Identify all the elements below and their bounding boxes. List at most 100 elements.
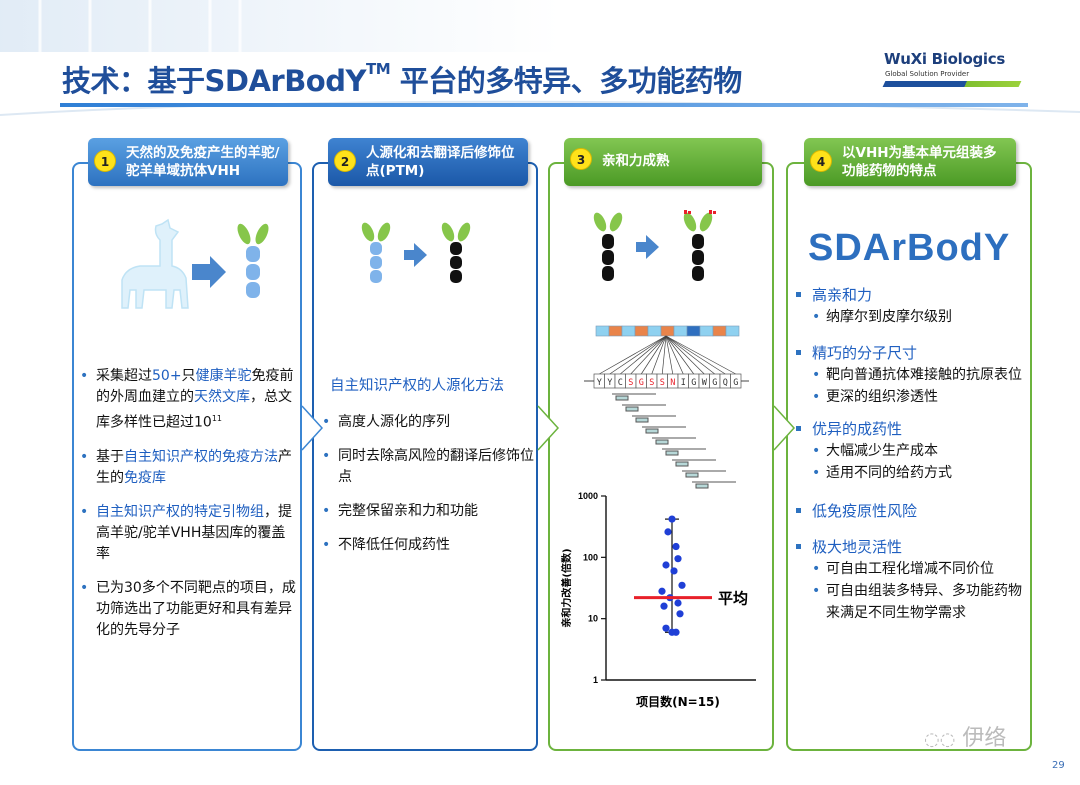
bullet-item: 不降低任何成药性 xyxy=(316,535,534,556)
data-point xyxy=(662,561,670,569)
feature-group: 极大地灵活性可自由工程化增减不同价位可自由组装多特异、多功能药物来满足不同生物学… xyxy=(790,536,1028,624)
matured-antibody-icon xyxy=(683,210,716,281)
data-point xyxy=(678,581,686,589)
column-1-bullets: 采集超过50+只健康羊驼免疫前的外周血建立的天然文库，总文库多样性已超过1011… xyxy=(74,366,296,654)
data-point xyxy=(668,515,676,523)
feature-group: 优异的成药性大幅减少生产成本适用不同的给药方式 xyxy=(790,418,1028,484)
x-axis-label: 项目数(N=15) xyxy=(636,694,720,709)
chevron-right-icon xyxy=(773,405,796,451)
vhh-antibody-icon xyxy=(361,222,391,283)
arrow-right-icon xyxy=(636,235,659,259)
sequence-segment xyxy=(595,325,610,337)
feature-detail: 靶向普通抗体难接触的抗原表位 xyxy=(790,364,1028,386)
bullet-item: 完整保留亲和力和功能 xyxy=(316,501,534,522)
slide-title: 技术：基于SDArBodYTM 平台的多特异、多功能药物 xyxy=(62,60,742,98)
y-tick-label: 100 xyxy=(583,552,598,562)
sequence-residue: N xyxy=(670,378,675,388)
feature-title: 高亲和力 xyxy=(790,284,1028,306)
sequence-residue: Y xyxy=(607,378,612,388)
feature-detail: 大幅减少生产成本 xyxy=(790,440,1028,462)
watermark: ◌◌ 伊络 xyxy=(924,726,1007,751)
feature-title: 极大地灵活性 xyxy=(790,536,1028,558)
sequence-residue: Y xyxy=(597,378,602,388)
data-point xyxy=(672,542,680,551)
humanization-illustration xyxy=(361,222,471,283)
affinity-improvement-chart: 1000 100 10 1 亲和力改善(倍数) 项目数(N=15) 平均 xyxy=(560,491,756,709)
beta-strand xyxy=(645,428,659,434)
humanized-antibody-icon xyxy=(441,222,471,283)
data-point xyxy=(674,555,682,563)
feature-title: 优异的成药性 xyxy=(790,418,1028,440)
column-2-bullets: 高度人源化的序列 同时去除高风险的翻译后修饰位点 完整保留亲和力和功能 不降低任… xyxy=(316,412,534,569)
vhh-antibody-icon xyxy=(237,223,269,298)
feature-detail: 纳摩尔到皮摩尔级别 xyxy=(790,306,1028,328)
feature-group: 高亲和力纳摩尔到皮摩尔级别 xyxy=(790,284,1028,328)
beta-strand xyxy=(675,461,689,467)
beta-strand xyxy=(685,472,699,478)
feature-group: 精巧的分子尺寸靶向普通抗体难接触的抗原表位更深的组织渗透性 xyxy=(790,342,1028,408)
wuxi-logo: WuXi Biologics Global Solution Provider xyxy=(880,46,1030,94)
mean-label: 平均 xyxy=(718,590,748,608)
data-point xyxy=(658,587,666,595)
sequence-residue: S xyxy=(628,378,633,388)
beta-strand xyxy=(695,483,709,489)
chevron-right-icon xyxy=(537,405,560,451)
data-point xyxy=(660,602,668,610)
sequence-segment xyxy=(660,325,675,337)
arrow-right-icon xyxy=(192,256,226,288)
sequence-segment xyxy=(699,325,714,337)
feature-detail: 可自由工程化增减不同价位 xyxy=(790,558,1028,580)
humanized-antibody-icon xyxy=(593,212,623,281)
wechat-icon: ◌◌ xyxy=(924,729,956,750)
sequence-segment xyxy=(712,325,727,337)
alpaca-to-vhh-illustration xyxy=(121,218,269,309)
page-number: 29 xyxy=(1052,760,1065,771)
data-point xyxy=(674,599,682,607)
sequence-residue: S xyxy=(660,378,665,388)
bullet-item: 同时去除高风险的翻译后修饰位点 xyxy=(316,446,534,488)
beta-strand xyxy=(665,450,679,456)
beta-strand xyxy=(615,395,629,401)
data-point xyxy=(670,567,678,575)
beta-strand xyxy=(625,406,639,412)
data-point xyxy=(664,528,672,536)
sequence-segment xyxy=(725,325,740,337)
sequence-residue: Q xyxy=(723,378,728,388)
bullet-item: 已为30多个不同靶点的项目，成功筛选出了功能更好和具有差异化的先导分子 xyxy=(74,578,296,641)
sequence-segment xyxy=(621,325,636,337)
column-3-panel xyxy=(548,162,774,751)
sequence-residue: G xyxy=(639,378,644,388)
feature-title: 精巧的分子尺寸 xyxy=(790,342,1028,364)
feature-detail: 适用不同的给药方式 xyxy=(790,462,1028,484)
data-point xyxy=(668,628,676,636)
alpaca-icon xyxy=(121,218,189,309)
sequence-segment xyxy=(673,325,688,337)
y-tick-label: 1000 xyxy=(578,491,598,501)
bullet-item: 基于自主知识产权的免疫方法产生的免疫库 xyxy=(74,447,296,489)
sdarbody-logo: SDArBodY xyxy=(808,227,1010,268)
sequence-residue: G xyxy=(691,378,696,388)
title-underline xyxy=(60,103,1028,107)
sequence-segment xyxy=(647,325,662,337)
feature-group: 低免疫原性风险 xyxy=(790,500,1028,522)
sequence-residue: G xyxy=(733,378,738,388)
data-point xyxy=(676,610,684,618)
sequence-segment xyxy=(634,325,649,337)
bullet-item: 采集超过50+只健康羊驼免疫前的外周血建立的天然文库，总文库多样性已超过1011 xyxy=(74,366,296,434)
arrow-right-icon xyxy=(404,243,427,267)
sequence-residue: G xyxy=(712,378,717,388)
data-point xyxy=(662,624,670,632)
y-axis-label: 亲和力改善(倍数) xyxy=(560,548,573,627)
feature-detail: 可自由组装多特异、多功能药物来满足不同生物学需求 xyxy=(790,580,1028,624)
y-tick-label: 1 xyxy=(593,675,598,685)
bullet-item: 自主知识产权的特定引物组，提高羊驼/驼羊VHH基因库的覆盖率 xyxy=(74,502,296,565)
sequence-segment xyxy=(686,325,701,337)
y-tick-label: 10 xyxy=(588,614,598,624)
affinity-maturation-illustration xyxy=(593,210,716,281)
beta-strand xyxy=(635,417,649,423)
sdarbody-logo-text: SDArBodY xyxy=(808,227,1010,268)
